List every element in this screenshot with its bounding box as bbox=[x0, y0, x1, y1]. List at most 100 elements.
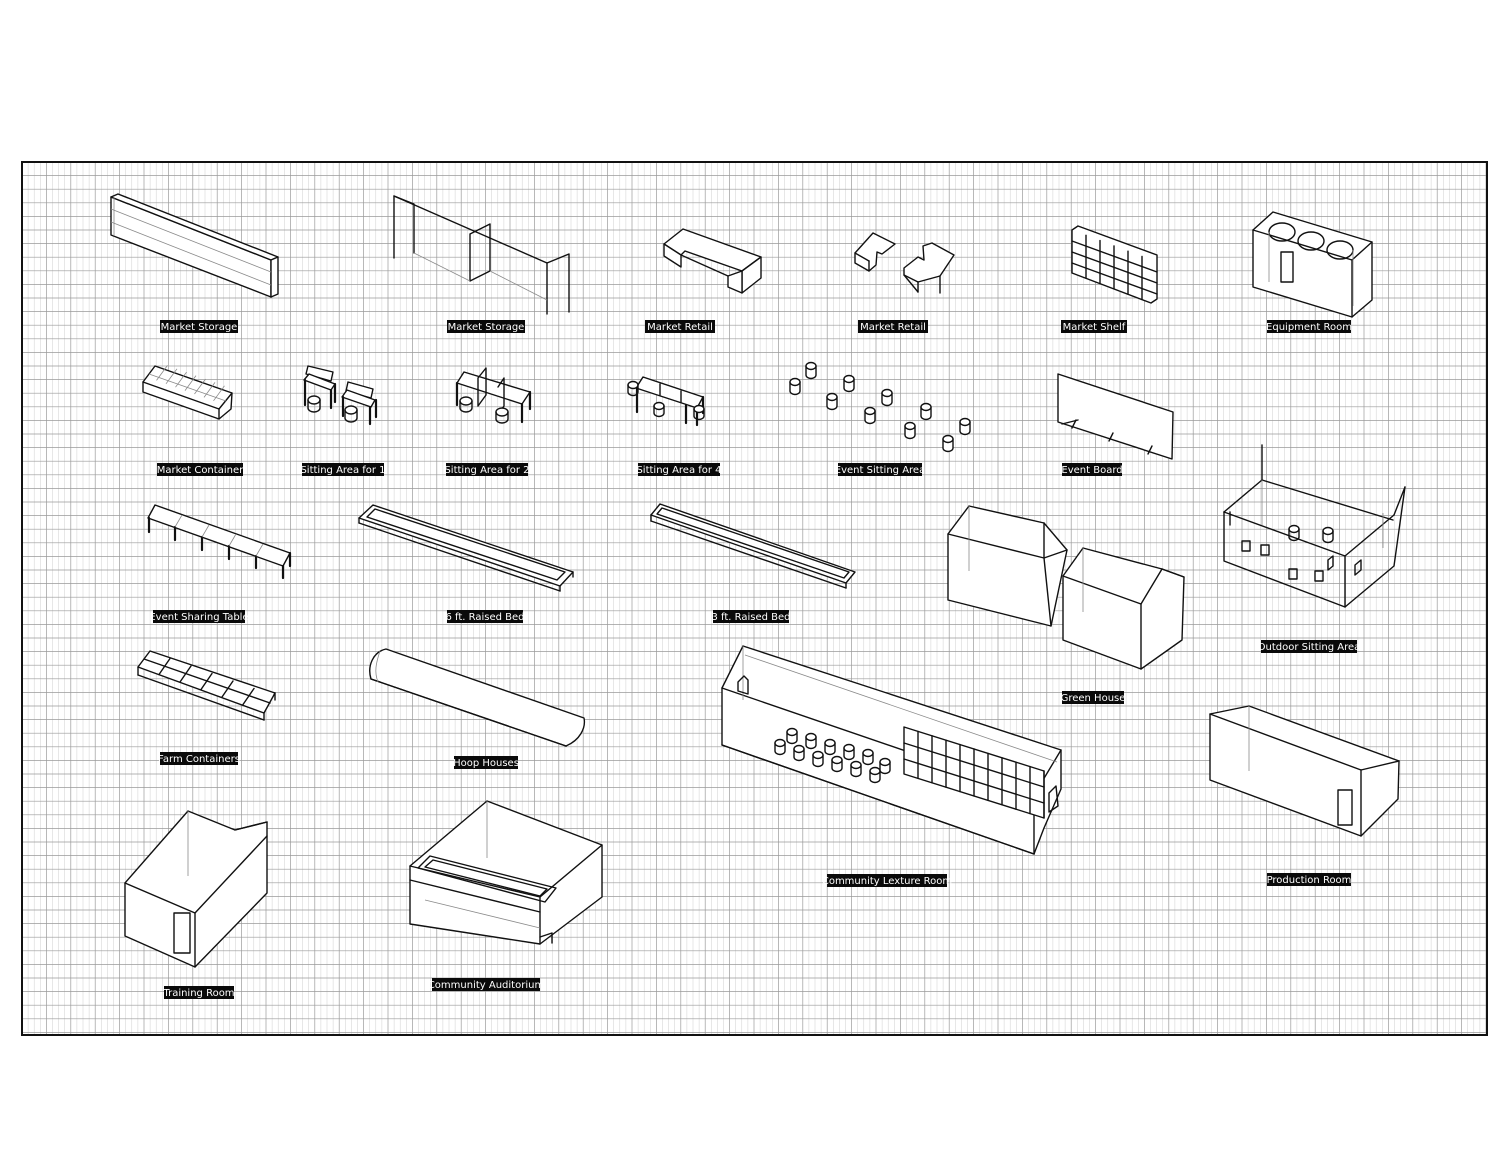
label-text: Sitting Area for 4 bbox=[636, 465, 721, 476]
market-retail-2-drawing bbox=[854, 232, 955, 294]
label-text: Training Room bbox=[162, 988, 234, 999]
label-equipment-room: Equipment Room bbox=[1266, 320, 1352, 333]
sitting-area-2-drawing bbox=[455, 367, 532, 424]
event-board-drawing bbox=[1057, 373, 1174, 460]
green-house-drawing bbox=[947, 505, 1185, 670]
stool-top bbox=[843, 374, 855, 384]
sitting-area-1-drawing bbox=[303, 365, 378, 426]
label-market-shelf: Market Shelf bbox=[1061, 320, 1127, 333]
label-text: Production Room bbox=[1267, 875, 1352, 886]
stool-top bbox=[793, 744, 805, 754]
lecture-stool bbox=[869, 766, 881, 784]
stool-top bbox=[774, 738, 786, 748]
label-text: Market Retail bbox=[860, 322, 926, 333]
farm-cell-divider bbox=[221, 680, 234, 698]
label-text: Community Lexture Room bbox=[822, 876, 952, 887]
farm-cell-divider bbox=[242, 687, 255, 706]
label-text: Market Storage bbox=[448, 322, 525, 333]
lecture-stool bbox=[805, 732, 817, 750]
label-event-sharing-table: Event Sharing Table bbox=[149, 610, 249, 623]
sitting-area-4-drawing bbox=[627, 376, 705, 427]
label-event-board: Event Board bbox=[1061, 463, 1123, 476]
label-text: Community Auditorium bbox=[428, 980, 544, 991]
lecture-stool bbox=[843, 743, 855, 761]
container-divider bbox=[194, 378, 206, 395]
container-divider bbox=[165, 368, 178, 385]
stool-top bbox=[942, 434, 954, 444]
label-sitting-area-1: Sitting Area for 1 bbox=[300, 463, 386, 476]
lecture-shelf-divider bbox=[903, 758, 1045, 804]
stool-top bbox=[881, 388, 893, 398]
event-stool bbox=[843, 374, 855, 393]
label-sitting-area-2: Sitting Area for 2 bbox=[444, 463, 530, 476]
event-stool bbox=[942, 434, 954, 453]
label-market-storage-2: Market Storage bbox=[447, 320, 525, 333]
lecture-shelf-divider bbox=[903, 742, 1045, 788]
label-text: 6 ft. Raised Bed bbox=[445, 612, 524, 623]
lecture-stool bbox=[793, 744, 805, 762]
label-layer: Market Storage Market Storage Market Ret… bbox=[149, 320, 1360, 999]
stool-top bbox=[805, 732, 817, 742]
event-stool bbox=[959, 417, 971, 436]
stool-top bbox=[864, 406, 876, 416]
label-text: Market Storage bbox=[161, 322, 238, 333]
label-text: Market Retail bbox=[647, 322, 713, 333]
shelf-divider bbox=[1071, 240, 1158, 273]
event-stool bbox=[864, 406, 876, 425]
lecture-stool bbox=[824, 738, 836, 756]
stool-top bbox=[850, 760, 862, 770]
label-community-auditorium: Community Auditorium bbox=[428, 978, 544, 991]
stool-top bbox=[904, 421, 916, 431]
stool-top bbox=[789, 377, 801, 387]
stool-top bbox=[959, 417, 971, 427]
label-raised-bed-6: 6 ft. Raised Bed bbox=[445, 610, 525, 623]
container-divider bbox=[175, 371, 187, 388]
label-text: Event Sitting Area bbox=[835, 465, 925, 476]
event-stool bbox=[789, 377, 801, 396]
stool-top bbox=[862, 748, 874, 758]
training-room-drawing bbox=[124, 810, 268, 968]
sheet-frame bbox=[21, 161, 1488, 1036]
stool-top bbox=[831, 755, 843, 765]
label-text: Sitting Area for 1 bbox=[300, 465, 385, 476]
lecture-stool bbox=[850, 760, 862, 778]
label-text: Event Sharing Table bbox=[149, 612, 248, 623]
label-market-container: Market Container bbox=[157, 463, 244, 476]
label-green-house: Green House bbox=[1061, 691, 1125, 704]
equipment-room-drawing bbox=[1252, 211, 1373, 318]
container-divider bbox=[184, 375, 197, 391]
label-outdoor-sitting-area: Outdoor Sitting Area bbox=[1258, 640, 1361, 653]
lecture-stool bbox=[786, 727, 798, 745]
event-sharing-table-drawing bbox=[147, 504, 292, 580]
lecture-stool bbox=[812, 750, 824, 768]
community-auditorium-drawing bbox=[409, 800, 603, 945]
stool-top bbox=[786, 727, 798, 737]
event-sitting-area-drawing bbox=[789, 361, 971, 453]
label-production-room: Production Room bbox=[1267, 873, 1352, 886]
stool-top bbox=[879, 757, 891, 767]
container-divider bbox=[203, 382, 216, 398]
container-divider bbox=[156, 365, 168, 381]
market-shelf-drawing bbox=[1071, 225, 1158, 304]
lecture-stool bbox=[774, 738, 786, 756]
community-lecture-room-drawing bbox=[721, 645, 1062, 855]
label-hoop-houses: Hoop Houses bbox=[453, 756, 519, 769]
stool-top bbox=[920, 402, 932, 412]
hoop-houses-drawing bbox=[369, 648, 586, 747]
label-community-lecture-room: Community Lexture Room bbox=[822, 874, 952, 887]
outdoor-sitting-area-drawing bbox=[1223, 444, 1406, 608]
stool-top bbox=[805, 361, 817, 371]
event-stool bbox=[920, 402, 932, 421]
event-stool bbox=[904, 421, 916, 440]
lecture-stool bbox=[831, 755, 843, 773]
container-divider bbox=[213, 385, 225, 402]
event-stool bbox=[826, 392, 838, 411]
label-text: Market Container bbox=[157, 465, 244, 476]
stool-top bbox=[824, 738, 836, 748]
label-text: Sitting Area for 2 bbox=[444, 465, 529, 476]
event-stool bbox=[805, 361, 817, 380]
market-container-drawing bbox=[142, 365, 233, 420]
market-retail-1-drawing bbox=[663, 228, 762, 294]
label-text: Outdoor Sitting Area bbox=[1258, 642, 1361, 653]
production-room-drawing bbox=[1209, 705, 1400, 837]
